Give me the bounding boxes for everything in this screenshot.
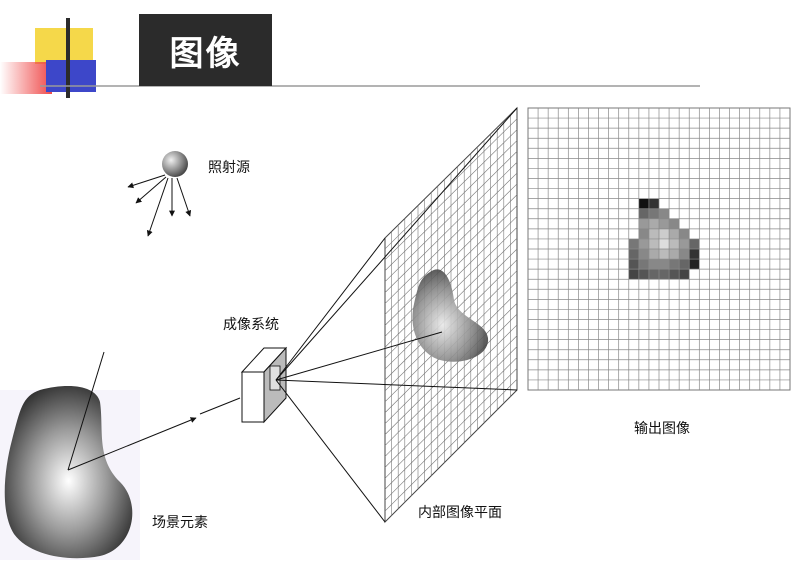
header-decoration bbox=[0, 18, 700, 98]
output-pixel bbox=[659, 238, 670, 249]
output-pixel bbox=[679, 249, 690, 260]
output-pixel bbox=[638, 218, 649, 229]
output-pixel bbox=[638, 198, 649, 209]
output-pixel bbox=[638, 249, 649, 260]
output-pixel bbox=[648, 198, 659, 209]
output-pixel bbox=[659, 228, 670, 239]
output-pixel bbox=[679, 238, 690, 249]
output-pixel bbox=[669, 269, 680, 280]
output-pixel bbox=[669, 249, 680, 260]
output-pixel bbox=[669, 228, 680, 239]
illumination-source bbox=[127, 151, 192, 237]
output-pixel bbox=[648, 218, 659, 229]
output-pixel bbox=[638, 228, 649, 239]
header-vertical-bar bbox=[66, 18, 70, 98]
output-pixel bbox=[669, 218, 680, 229]
output-pixel bbox=[679, 228, 690, 239]
output-pixel bbox=[659, 269, 670, 280]
internal-image-plane-label: 内部图像平面 bbox=[418, 505, 502, 521]
yellow-square bbox=[35, 28, 93, 64]
output-pixel bbox=[648, 208, 659, 219]
output-pixel bbox=[648, 249, 659, 260]
output-pixel bbox=[679, 269, 690, 280]
red-square bbox=[0, 62, 52, 94]
blue-square bbox=[46, 60, 96, 92]
imaging-system-label: 成像系统 bbox=[223, 317, 279, 333]
output-pixel bbox=[669, 259, 680, 270]
output-pixel bbox=[659, 218, 670, 229]
output-pixel bbox=[679, 259, 690, 270]
output-pixel bbox=[659, 249, 670, 260]
output-pixel bbox=[648, 259, 659, 270]
output-pixel bbox=[659, 259, 670, 270]
scene-element-label: 场景元素 bbox=[152, 515, 208, 531]
title-box: 图像 bbox=[139, 14, 272, 86]
output-pixel bbox=[638, 269, 649, 280]
output-pixel bbox=[628, 269, 639, 280]
reflected-ray bbox=[67, 417, 197, 471]
output-pixel bbox=[659, 208, 670, 219]
output-pixel bbox=[638, 259, 649, 270]
slide-title: 图像 bbox=[169, 33, 242, 74]
output-pixel bbox=[648, 238, 659, 249]
output-pixel bbox=[689, 249, 700, 260]
output-pixel bbox=[628, 259, 639, 270]
output-pixel bbox=[669, 238, 680, 249]
ray-to-camera bbox=[199, 397, 241, 415]
scene-element bbox=[0, 386, 140, 560]
scene-blob bbox=[4, 386, 133, 559]
projected-blob bbox=[412, 269, 489, 362]
incident-ray bbox=[67, 351, 105, 471]
output-pixel bbox=[689, 259, 700, 270]
illumination-label: 照射源 bbox=[208, 160, 250, 176]
output-pixel bbox=[628, 249, 639, 260]
output-pixel bbox=[638, 238, 649, 249]
output-pixel bbox=[638, 208, 649, 219]
projection-lines bbox=[275, 107, 518, 523]
output-pixel bbox=[689, 238, 700, 249]
output-image bbox=[527, 107, 791, 391]
imaging-system bbox=[240, 346, 288, 424]
output-image-label: 输出图像 bbox=[634, 421, 690, 437]
output-pixel bbox=[648, 228, 659, 239]
light-sphere bbox=[162, 151, 188, 177]
output-pixel bbox=[648, 269, 659, 280]
output-pixel bbox=[628, 238, 639, 249]
